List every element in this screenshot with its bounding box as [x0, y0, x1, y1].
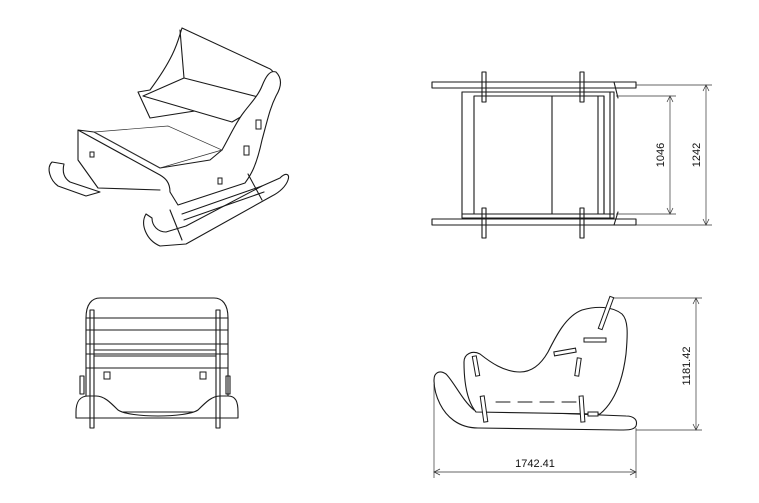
iso-slot: [255, 119, 262, 130]
post: [579, 71, 585, 103]
body-inner: [473, 95, 605, 215]
dimension-inner-width: 1046: [655, 143, 667, 167]
body-outline: [461, 91, 615, 219]
right-post: [215, 309, 221, 429]
top-view: 1046 1242: [431, 71, 712, 239]
side-view: 1181.42 1742.41: [433, 295, 702, 478]
post: [481, 71, 487, 103]
iso-right-runner: [143, 173, 290, 247]
front-base: [75, 395, 239, 419]
iso-slot: [243, 145, 250, 156]
iso-front-side-panel: [77, 71, 282, 206]
side-body: [463, 306, 628, 415]
iso-slot: [217, 177, 223, 185]
iso-slot: [89, 151, 95, 158]
top-rail: [431, 81, 637, 89]
iso-left-runner: [48, 161, 101, 197]
dimension-height: 1181.42: [681, 347, 693, 386]
post: [579, 207, 585, 239]
front-back-top: [85, 297, 229, 319]
bottom-rail: [431, 218, 637, 226]
post: [481, 207, 487, 239]
front-slot: [103, 371, 111, 380]
dimension-length: 1742.41: [515, 458, 555, 470]
left-post: [89, 309, 95, 429]
front-view: [75, 297, 239, 429]
dimension-outer-width: 1242: [691, 143, 703, 167]
iso-seat-floor: [92, 125, 224, 169]
isometric-view: [48, 27, 290, 247]
front-slot: [199, 371, 207, 380]
